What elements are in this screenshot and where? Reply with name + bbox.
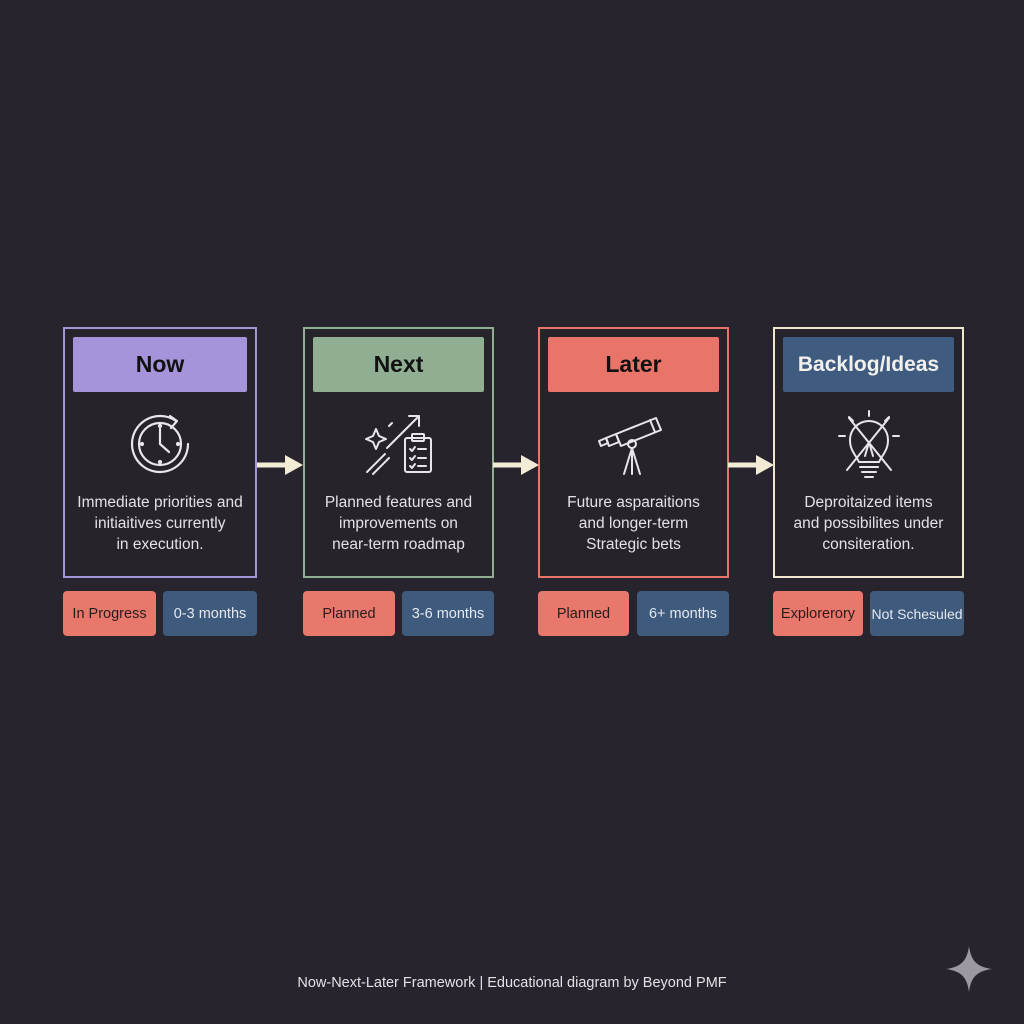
badge-backlog-status: Explorerory [773, 591, 863, 636]
badge-now-status: In Progress [63, 591, 156, 636]
badge-next-timeframe: 3-6 months [402, 591, 494, 636]
badge-backlog-timeframe: Not Schesuled [870, 591, 964, 636]
card-later: Later Future asparaitions and longer-ter… [538, 327, 729, 578]
arrow-now-to-next [257, 455, 303, 475]
arrow-next-to-later [493, 455, 539, 475]
card-backlog-description: Deproitaized items and possibilites unde… [793, 494, 944, 553]
rocket-checklist-icon [359, 404, 439, 484]
telescope-icon [594, 404, 674, 484]
card-now-title: Now [73, 337, 247, 392]
card-later-title: Later [548, 337, 719, 392]
card-now: Now Immediate priorities and initiaitive… [63, 327, 257, 578]
card-next-title: Next [313, 337, 484, 392]
arrow-later-to-backlog [728, 455, 774, 475]
card-next-description: Planned features and improvements on nea… [324, 494, 473, 553]
badge-next-status: Planned [303, 591, 395, 636]
badge-later-status: Planned [538, 591, 629, 636]
card-now-description: Immediate priorities and initiaitives cu… [77, 494, 243, 553]
clock-refresh-icon [120, 404, 200, 484]
card-backlog: Backlog/Ideas Deproitaized items and pos… [773, 327, 964, 578]
card-backlog-title: Backlog/Ideas [783, 337, 954, 392]
card-next: Next Planned features and improvements o… [303, 327, 494, 578]
badge-now-timeframe: 0-3 months [163, 591, 257, 636]
footer-caption: Now-Next-Later Framework | Educational d… [297, 975, 727, 991]
card-later-description: Future asparaitions and longer-term Stra… [567, 494, 700, 553]
crossed-lightbulb-icon [829, 404, 909, 484]
badge-later-timeframe: 6+ months [637, 591, 729, 636]
sparkle-icon [946, 946, 992, 992]
